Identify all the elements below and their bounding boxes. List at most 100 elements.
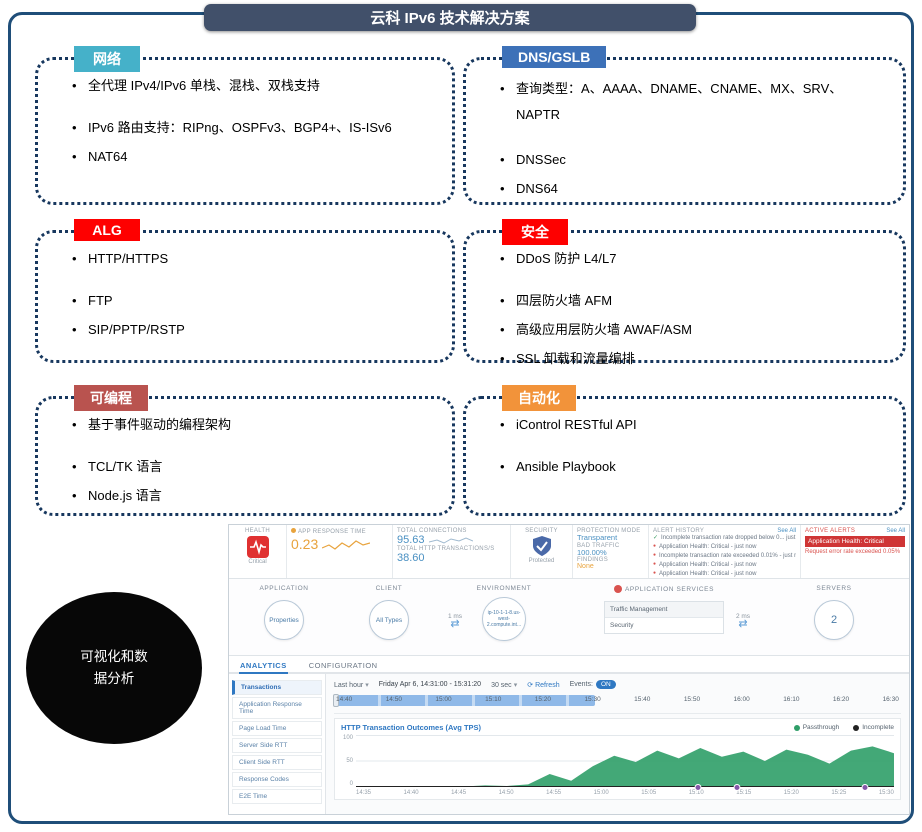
security-label: SECURITY (525, 528, 558, 534)
timeline-handle[interactable] (333, 694, 339, 707)
timeline-selection-band[interactable] (334, 695, 595, 706)
tps-area-chart (356, 735, 894, 787)
bullet-item: 基于事件驱动的编程架构 (72, 415, 434, 435)
service-item[interactable]: Security (605, 618, 723, 633)
alert-history: ALERT HISTORY See All ✓Incomplete transa… (649, 525, 801, 578)
timeline-tick: 15:30 (584, 696, 601, 703)
topology-servers: SERVERS 2 (759, 579, 909, 655)
app-response-time-label: APP RESPONSE TIME (298, 529, 366, 535)
alert-history-item: ●Incomplete transaction rate exceeded 0.… (653, 552, 796, 561)
sparkline-chart (428, 537, 473, 544)
sidebar-metric-item[interactable]: Response Codes (232, 772, 322, 787)
alert-history-item: ●Application Health: Critical - just now (653, 543, 796, 552)
events-toggle[interactable]: ON (595, 680, 616, 689)
ellipse-text-line1: 可视化和数 (80, 649, 148, 665)
panel-network: 网络 全代理 IPv4/IPv6 单栈、混栈、双栈支持IPv6 路由支持：RIP… (35, 46, 455, 205)
client-latency-value: 1 ms (447, 613, 463, 620)
x-tick: 15:20 (783, 790, 799, 796)
active-alerts-see-all-link[interactable]: See All (886, 528, 905, 534)
panel-alg: ALG HTTP/HTTPS FTP SIP/PPTP/RSTP (35, 219, 455, 363)
application-node[interactable]: Properties (264, 600, 304, 640)
alert-dot-icon: ● (653, 570, 657, 576)
alert-history-text: Incomplete transaction rate dropped belo… (661, 535, 796, 541)
dashboard-tab[interactable]: ANALYTICS (239, 659, 288, 674)
timeline-tick: 16:10 (783, 696, 800, 703)
events-label: Events: (569, 681, 593, 688)
status-dot-icon (291, 528, 296, 533)
panel-programmability: 可编程 基于事件驱动的编程架构TCL/TK 语言Node.js 语言 (35, 385, 455, 516)
alert-history-item: ●Application Health: Critical - just now (653, 570, 796, 578)
check-icon: ✓ (653, 535, 659, 541)
x-tick: 15:10 (688, 790, 704, 796)
protection-metric: PROTECTION MODE Transparent BAD TRAFFIC … (573, 525, 649, 578)
environment-node[interactable]: ip-10-1-1-8.us-west-2.compute.int... (482, 597, 526, 641)
active-alert-banner: Application Health: Critical (805, 536, 905, 547)
client-node[interactable]: All Types (369, 600, 409, 640)
chart-title: HTTP Transaction Outcomes (Avg TPS) (341, 723, 482, 732)
services-header: APPLICATION SERVICES (624, 585, 715, 593)
bad-traffic-value: 100.00% (577, 547, 607, 557)
timeline-tick: 16:30 (882, 696, 899, 703)
total-http-value: 38.60 (397, 552, 425, 564)
sidebar-metric-item[interactable]: Server Side RTT (232, 738, 322, 753)
sidebar-metric-item[interactable]: E2E Time (232, 789, 322, 804)
analytics-main: Last hour▾ Friday Apr 6, 14:31:00 - 15:3… (326, 674, 909, 814)
x-tick: 14:35 (356, 790, 372, 796)
ellipse-text-line2: 据分析 (93, 671, 135, 686)
topology-environment: ENVIRONMENT ip-10-1-1-8.us-west-2.comput… (439, 579, 569, 655)
x-tick: 14:50 (498, 790, 514, 796)
topology-client: CLIENT All Types (339, 579, 439, 655)
latency-arrows-icon: ⇄ (738, 618, 748, 630)
event-marker[interactable] (733, 784, 741, 791)
panel-alg-label: ALG (74, 219, 140, 241)
sidebar-metric-item[interactable]: Client Side RTT (232, 755, 322, 770)
y-tick: 0 (349, 781, 353, 787)
event-marker[interactable] (861, 784, 869, 791)
panel-security-label: 安全 (502, 219, 568, 245)
active-alert-detail: Request error rate exceeded 0.05% (805, 549, 901, 555)
event-marker[interactable] (694, 784, 702, 791)
alert-history-see-all-link[interactable]: See All (777, 528, 796, 534)
bad-traffic-label: BAD TRAFFIC (577, 542, 620, 549)
bullet-item: SIP/PPTP/RSTP (72, 320, 434, 340)
health-metric: HEALTH Critical (229, 525, 287, 578)
application-services-icon (613, 585, 622, 593)
service-item[interactable]: Traffic Management (605, 602, 723, 618)
sidebar-metric-item[interactable]: Page Load Time (232, 721, 322, 736)
chevron-down-icon: ▾ (365, 681, 369, 689)
x-tick: 15:15 (736, 790, 752, 796)
total-connections-label: TOTAL CONNECTIONS (397, 528, 467, 534)
total-connections-value: 95.63 (397, 534, 425, 546)
bullet-item: FTP (72, 291, 434, 311)
sidebar-metric-item[interactable]: Transactions (232, 680, 322, 695)
bullet-item: 四层防火墙 AFM (500, 291, 885, 311)
panel-automation-label: 自动化 (502, 385, 576, 411)
refresh-button[interactable]: ⟳Refresh (527, 681, 559, 689)
timeline-tick: 15:20 (534, 696, 552, 703)
sidebar-metric-item[interactable]: Application Response Time (232, 697, 322, 719)
active-alerts-label: ACTIVE ALERTS (805, 528, 856, 534)
interval-select[interactable]: 30 sec▾ (491, 681, 517, 689)
bullet-item: 高级应用层防火墙 AWAF/ASM (500, 320, 885, 340)
panel-automation: 自动化 iControl RESTful APIAnsible Playbook (463, 385, 906, 516)
bullet-item: DNSSec (500, 150, 885, 170)
bullet-item: HTTP/HTTPS (72, 249, 434, 269)
legend-label: Incomplete (862, 724, 894, 731)
servers-header: SERVERS (816, 585, 852, 592)
alert-dot-icon: ● (653, 552, 657, 558)
bullet-item: NAT64 (72, 147, 434, 167)
panel-dns-gslb: DNS/GSLB 查询类型：A、AAAA、DNAME、CNAME、MX、SRV、… (463, 46, 906, 205)
time-range-select[interactable]: Last hour▾ (334, 681, 369, 689)
servers-node[interactable]: 2 (814, 600, 854, 640)
dashboard-tab[interactable]: CONFIGURATION (308, 661, 378, 670)
timeline-tick: 16:00 (733, 696, 750, 703)
health-status: Critical (248, 559, 267, 565)
health-status-icon (246, 536, 269, 558)
timeline-tick: 15:10 (485, 696, 502, 703)
controls-row: Last hour▾ Friday Apr 6, 14:31:00 - 15:3… (334, 678, 901, 691)
